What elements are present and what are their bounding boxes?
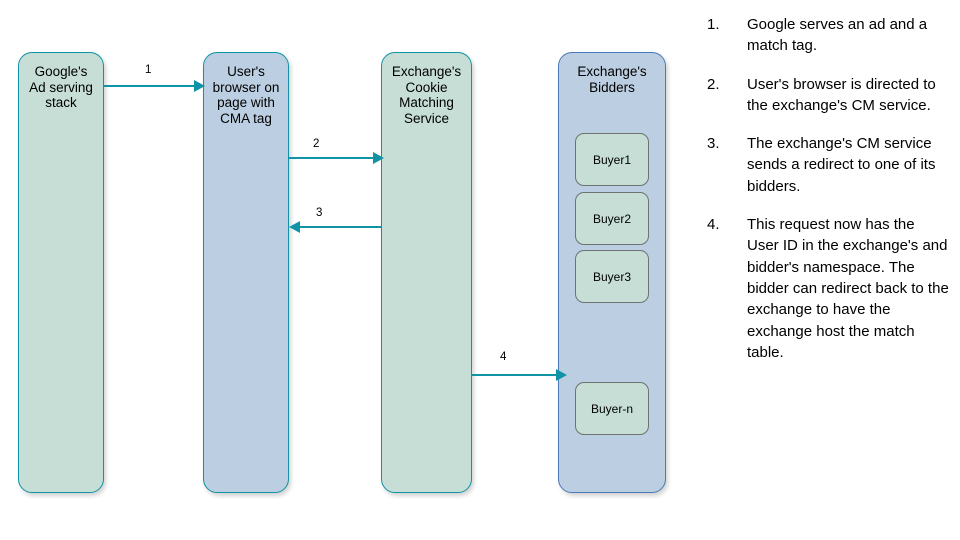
lane-google-ad-serving-stack: Google's Ad serving stack — [18, 52, 104, 493]
arrow-4-line — [472, 374, 559, 376]
legend-item-2: 2. User's browser is directed to the exc… — [707, 74, 949, 117]
arrow-3-label: 3 — [316, 207, 323, 219]
arrow-1-line — [104, 85, 197, 87]
legend-item-3-text: The exchange's CM service sends a redire… — [747, 135, 936, 195]
arrow-3-line — [295, 226, 381, 228]
arrow-1-label: 1 — [145, 64, 152, 76]
arrow-4-label: 4 — [500, 351, 507, 363]
lane-cms-label: Exchange's Cookie Matching Service — [391, 64, 462, 126]
lane-google-label: Google's Ad serving stack — [29, 64, 93, 111]
buyer-1-label: Buyer1 — [592, 152, 632, 167]
legend-item-1-text: Google serves an ad and a match tag. — [747, 16, 928, 55]
buyer-2-label: Buyer2 — [592, 211, 632, 226]
buyer-box-2: Buyer2 — [575, 192, 649, 245]
buyer-3-label: Buyer3 — [592, 269, 632, 284]
legend-item-4: 4. This request now has the User ID in t… — [707, 214, 949, 363]
legend-item-4-number: 4. — [707, 216, 720, 234]
lane-bidders-label: Exchange's Bidders — [577, 64, 647, 95]
buyer-box-n: Buyer-n — [575, 382, 649, 435]
arrow-2-label: 2 — [313, 138, 320, 150]
lane-user-browser: User's browser on page with CMA tag — [203, 52, 289, 493]
legend-item-2-number: 2. — [707, 75, 720, 93]
legend-item-3-number: 3. — [707, 135, 720, 153]
arrow-2-arrowhead-icon — [373, 152, 384, 164]
arrow-2-line — [289, 157, 376, 159]
legend-item-1: 1. Google serves an ad and a match tag. — [707, 14, 949, 57]
legend-item-4-text: This request now has the User ID in the … — [747, 216, 949, 361]
numbered-steps-legend: 1. Google serves an ad and a match tag. … — [707, 14, 949, 380]
arrow-4-arrowhead-icon — [556, 369, 567, 381]
arrow-1-arrowhead-icon — [194, 80, 205, 92]
buyer-box-1: Buyer1 — [575, 133, 649, 186]
lane-exchange-cookie-matching-service: Exchange's Cookie Matching Service — [381, 52, 472, 493]
legend-item-3: 3. The exchange's CM service sends a red… — [707, 133, 949, 197]
buyer-box-3: Buyer3 — [575, 250, 649, 303]
arrow-3-arrowhead-icon — [289, 221, 300, 233]
buyer-n-label: Buyer-n — [590, 401, 634, 416]
legend-item-2-text: User's browser is directed to the exchan… — [747, 75, 936, 114]
legend-item-1-number: 1. — [707, 16, 720, 33]
lane-browser-label: User's browser on page with CMA tag — [212, 64, 280, 126]
